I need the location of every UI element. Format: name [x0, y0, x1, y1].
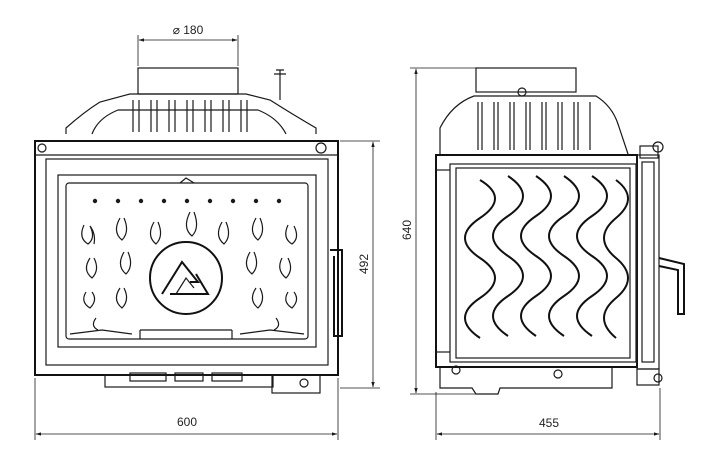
front-grate	[69, 329, 305, 339]
front-flue-collar	[137, 67, 239, 95]
dimension-labels: ⌀ 180 600 492 640 455	[173, 23, 560, 430]
triangle-logo-icon	[149, 241, 223, 315]
dimension-lines	[34, 35, 661, 440]
front-base	[104, 374, 274, 388]
front-air-lever	[274, 69, 286, 100]
side-base	[439, 367, 613, 395]
side-depth-label: 455	[539, 416, 559, 430]
front-top-casting	[65, 93, 317, 134]
side-door-handle	[658, 257, 685, 315]
side-height-label: 640	[400, 220, 414, 240]
side-wave-ribs	[464, 175, 629, 339]
front-width-label: 600	[177, 415, 197, 429]
front-rivets	[92, 198, 282, 204]
side-door-plate	[636, 154, 660, 370]
front-door-handle	[330, 249, 343, 337]
side-top-casting	[439, 95, 629, 155]
front-height-label: 492	[357, 254, 371, 274]
front-view	[34, 67, 343, 394]
front-frame	[34, 140, 339, 376]
front-flames	[81, 211, 298, 331]
side-fins	[477, 102, 591, 150]
front-fins	[132, 100, 248, 132]
front-door	[45, 158, 329, 366]
side-flue-collar	[475, 67, 577, 93]
side-view	[435, 67, 685, 395]
front-glass	[65, 182, 309, 340]
flue-diameter-label: ⌀ 180	[173, 23, 204, 37]
